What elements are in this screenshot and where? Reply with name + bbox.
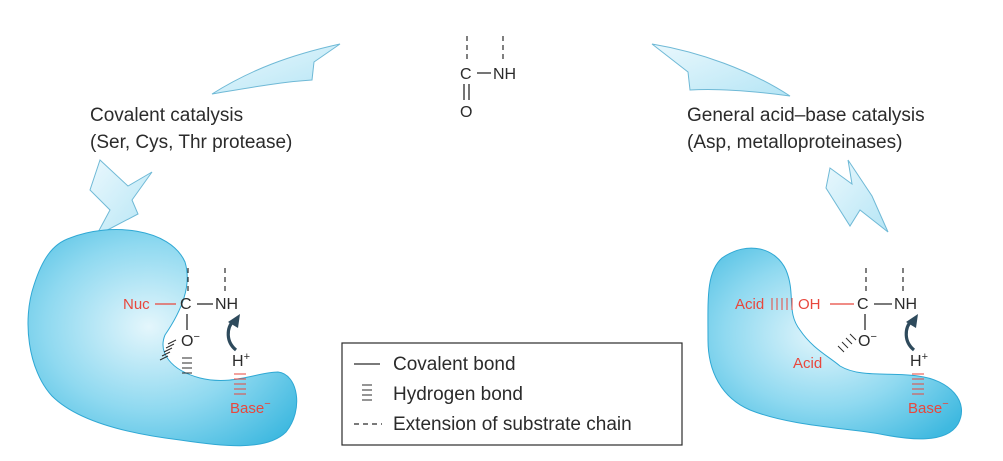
left-proton-arrowhead: [228, 314, 240, 328]
nuc-label: Nuc: [123, 296, 150, 313]
legend-extension-label: Extension of substrate chain: [393, 414, 632, 435]
left-carbon: C: [180, 296, 192, 313]
acid-base-subtitle: (Asp, metalloproteinases): [687, 132, 902, 153]
right-carbon: C: [857, 296, 869, 313]
legend-hydrogen-swatch: [362, 384, 372, 401]
left-o-minus: O−: [181, 331, 200, 350]
left-oxyanion-hbond-2: [182, 357, 192, 374]
right-base-hbond: [912, 373, 924, 395]
acid-base-substrate: Acid OH C NH O− Acid H+: [735, 268, 949, 417]
substrate-oxygen: O: [460, 104, 472, 121]
right-proton-arrowhead: [906, 314, 918, 328]
left-h-plus: H+: [232, 351, 250, 370]
right-base-label: Base−: [908, 398, 949, 417]
left-down-arrow: [89, 159, 153, 238]
substrate-structure: C NH O: [460, 36, 516, 121]
acid-base-title: General acid–base catalysis: [687, 105, 925, 126]
left-oxyanion-hbond: [159, 339, 177, 361]
covalent-substrate: Nuc C NH O− H+ Ba: [123, 268, 271, 417]
acid-lower-label: Acid: [793, 355, 822, 372]
right-nh: NH: [894, 296, 917, 313]
covalent-title: Covalent catalysis: [90, 105, 243, 126]
right-h-plus: H+: [910, 351, 928, 370]
top-left-arrow: [211, 43, 341, 95]
acid-oh-hbond: [771, 298, 793, 310]
right-o-minus: O−: [858, 331, 877, 350]
acid-o-hbond: [837, 333, 857, 353]
left-nh: NH: [215, 296, 238, 313]
substrate-carbon: C: [460, 66, 472, 83]
oh-label: OH: [798, 296, 821, 313]
left-base-label: Base−: [230, 398, 271, 417]
right-down-arrow: [825, 159, 889, 233]
left-base-hbond: [234, 373, 246, 395]
legend-hydrogen-label: Hydrogen bond: [393, 384, 523, 405]
acid-left-label: Acid: [735, 296, 764, 313]
covalent-subtitle: (Ser, Cys, Thr protease): [90, 132, 292, 153]
substrate-nh: NH: [493, 66, 516, 83]
covalent-enzyme-shape: [27, 229, 298, 447]
legend: Covalent bond Hydrogen bond Extension of…: [341, 342, 683, 446]
legend-covalent-label: Covalent bond: [393, 354, 516, 375]
legend-box: [341, 342, 683, 446]
top-right-arrow: [651, 43, 791, 97]
